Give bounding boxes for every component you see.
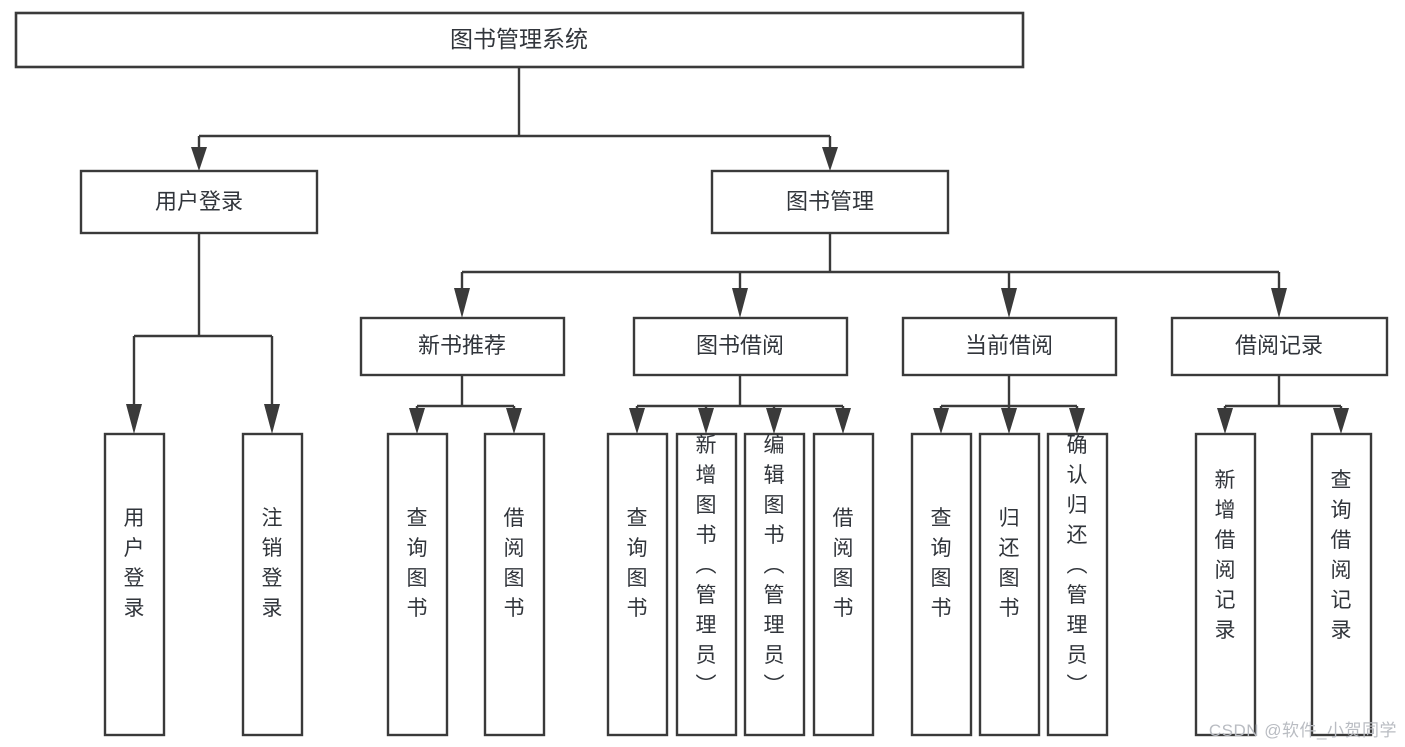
node-leaf-query-record[interactable]: 查询借阅记录 [1310, 432, 1373, 737]
node-leaf-query-book-b-label: 查询图书 [627, 507, 648, 620]
node-book-borrow-label: 图书借阅 [696, 333, 784, 358]
node-new-book-rec[interactable]: 新书推荐 [359, 316, 566, 377]
node-leaf-add-record-label: 新增借阅记录 [1215, 469, 1236, 642]
node-leaf-query-book-b-box[interactable] [606, 432, 669, 737]
arrowhead-leaf-query-book-b [629, 408, 645, 434]
node-leaf-query-book-c-label: 查询图书 [931, 507, 952, 620]
node-new-book-rec-label: 新书推荐 [418, 333, 506, 358]
node-current-borrow[interactable]: 当前借阅 [901, 316, 1118, 377]
arrowhead-leaf-edit-book [766, 408, 782, 434]
node-leaf-user-login-box[interactable] [103, 432, 166, 737]
node-leaf-query-book-a-box[interactable] [386, 432, 449, 737]
node-book-manage[interactable]: 图书管理 [710, 169, 950, 235]
node-leaf-return-book[interactable]: 归还图书 [978, 432, 1041, 737]
arrowhead-leaf-add-book [698, 408, 714, 434]
node-leaf-edit-book-label: 编辑图书︵管理员︶ [764, 434, 785, 697]
node-leaf-logout[interactable]: 注销登录 [241, 432, 304, 737]
node-borrow-record[interactable]: 借阅记录 [1170, 316, 1389, 377]
node-leaf-query-book-b[interactable]: 查询图书 [606, 432, 669, 737]
arrowhead-leaf-logout [264, 404, 280, 434]
node-leaf-query-book-a[interactable]: 查询图书 [386, 432, 449, 737]
node-leaf-add-book-box[interactable] [675, 432, 738, 737]
node-user-login-label: 用户登录 [155, 189, 243, 214]
node-leaf-confirm-return-label: 确认归还︵管理员︶ [1067, 434, 1088, 697]
arrowhead-new-book-rec [454, 288, 470, 318]
node-leaf-borrow-book-b-label: 借阅图书 [833, 507, 854, 620]
arrowhead-leaf-add-record [1217, 408, 1233, 434]
node-current-borrow-label: 当前借阅 [965, 333, 1053, 358]
node-book-borrow-box[interactable] [632, 316, 849, 377]
arrowhead-book-manage [822, 147, 838, 171]
arrowhead-leaf-return-book [1001, 408, 1017, 434]
arrowhead-current-borrow [1001, 288, 1017, 318]
node-leaf-query-record-label: 查询借阅记录 [1331, 469, 1352, 642]
node-root-label: 图书管理系统 [450, 26, 588, 52]
arrowhead-leaf-user-login [126, 404, 142, 434]
node-root-box[interactable] [14, 11, 1025, 69]
arrowhead-book-borrow [732, 288, 748, 318]
node-borrow-record-label: 借阅记录 [1235, 333, 1323, 358]
node-book-manage-box[interactable] [710, 169, 950, 235]
arrowhead-leaf-query-record [1333, 408, 1349, 434]
node-leaf-borrow-book-a-box[interactable] [483, 432, 546, 737]
connector-layer [126, 67, 1349, 434]
node-leaf-edit-book[interactable]: 编辑图书︵管理员︶ [743, 432, 806, 737]
arrowhead-leaf-query-book-c [933, 408, 949, 434]
arrowhead-user-login [191, 147, 207, 171]
node-leaf-add-book[interactable]: 新增图书︵管理员︶ [675, 432, 738, 737]
node-leaf-query-book-c-box[interactable] [910, 432, 973, 737]
node-borrow-record-box[interactable] [1170, 316, 1389, 377]
node-leaf-return-book-label: 归还图书 [999, 507, 1020, 620]
node-user-login[interactable]: 用户登录 [79, 169, 319, 235]
node-leaf-edit-book-box[interactable] [743, 432, 806, 737]
node-book-manage-label: 图书管理 [786, 189, 874, 214]
node-leaf-return-book-box[interactable] [978, 432, 1041, 737]
node-leaf-borrow-book-b[interactable]: 借阅图书 [812, 432, 875, 737]
node-leaf-confirm-return-box[interactable] [1046, 432, 1109, 737]
node-leaf-query-book-a-label: 查询图书 [407, 507, 428, 620]
node-new-book-rec-box[interactable] [359, 316, 566, 377]
node-leaf-user-login-label: 用户登录 [124, 507, 145, 620]
node-leaf-add-record-box[interactable] [1194, 432, 1257, 737]
node-user-login-box[interactable] [79, 169, 319, 235]
arrowhead-leaf-borrow-book-a [506, 408, 522, 434]
node-leaf-borrow-book-a[interactable]: 借阅图书 [483, 432, 546, 737]
node-leaf-borrow-book-a-label: 借阅图书 [504, 507, 525, 620]
node-leaf-borrow-book-b-box[interactable] [812, 432, 875, 737]
arrowhead-leaf-borrow-book-b [835, 408, 851, 434]
node-leaf-logout-box[interactable] [241, 432, 304, 737]
arrowhead-leaf-query-book-a [409, 408, 425, 434]
node-leaf-query-record-box[interactable] [1310, 432, 1373, 737]
node-current-borrow-box[interactable] [901, 316, 1118, 377]
arrowhead-leaf-confirm-return [1069, 408, 1085, 434]
node-root[interactable]: 图书管理系统 [14, 11, 1025, 69]
arrowhead-borrow-record [1271, 288, 1287, 318]
node-leaf-user-login[interactable]: 用户登录 [103, 432, 166, 737]
node-leaf-query-book-c[interactable]: 查询图书 [910, 432, 973, 737]
node-leaf-logout-label: 注销登录 [262, 507, 283, 620]
node-leaf-confirm-return[interactable]: 确认归还︵管理员︶ [1046, 432, 1109, 737]
node-book-borrow[interactable]: 图书借阅 [632, 316, 849, 377]
csdn-watermark: CSDN @软件_小贺同学 [1208, 721, 1397, 740]
node-leaf-add-book-label: 新增图书︵管理员︶ [696, 434, 717, 697]
node-leaf-add-record[interactable]: 新增借阅记录 [1194, 432, 1257, 737]
